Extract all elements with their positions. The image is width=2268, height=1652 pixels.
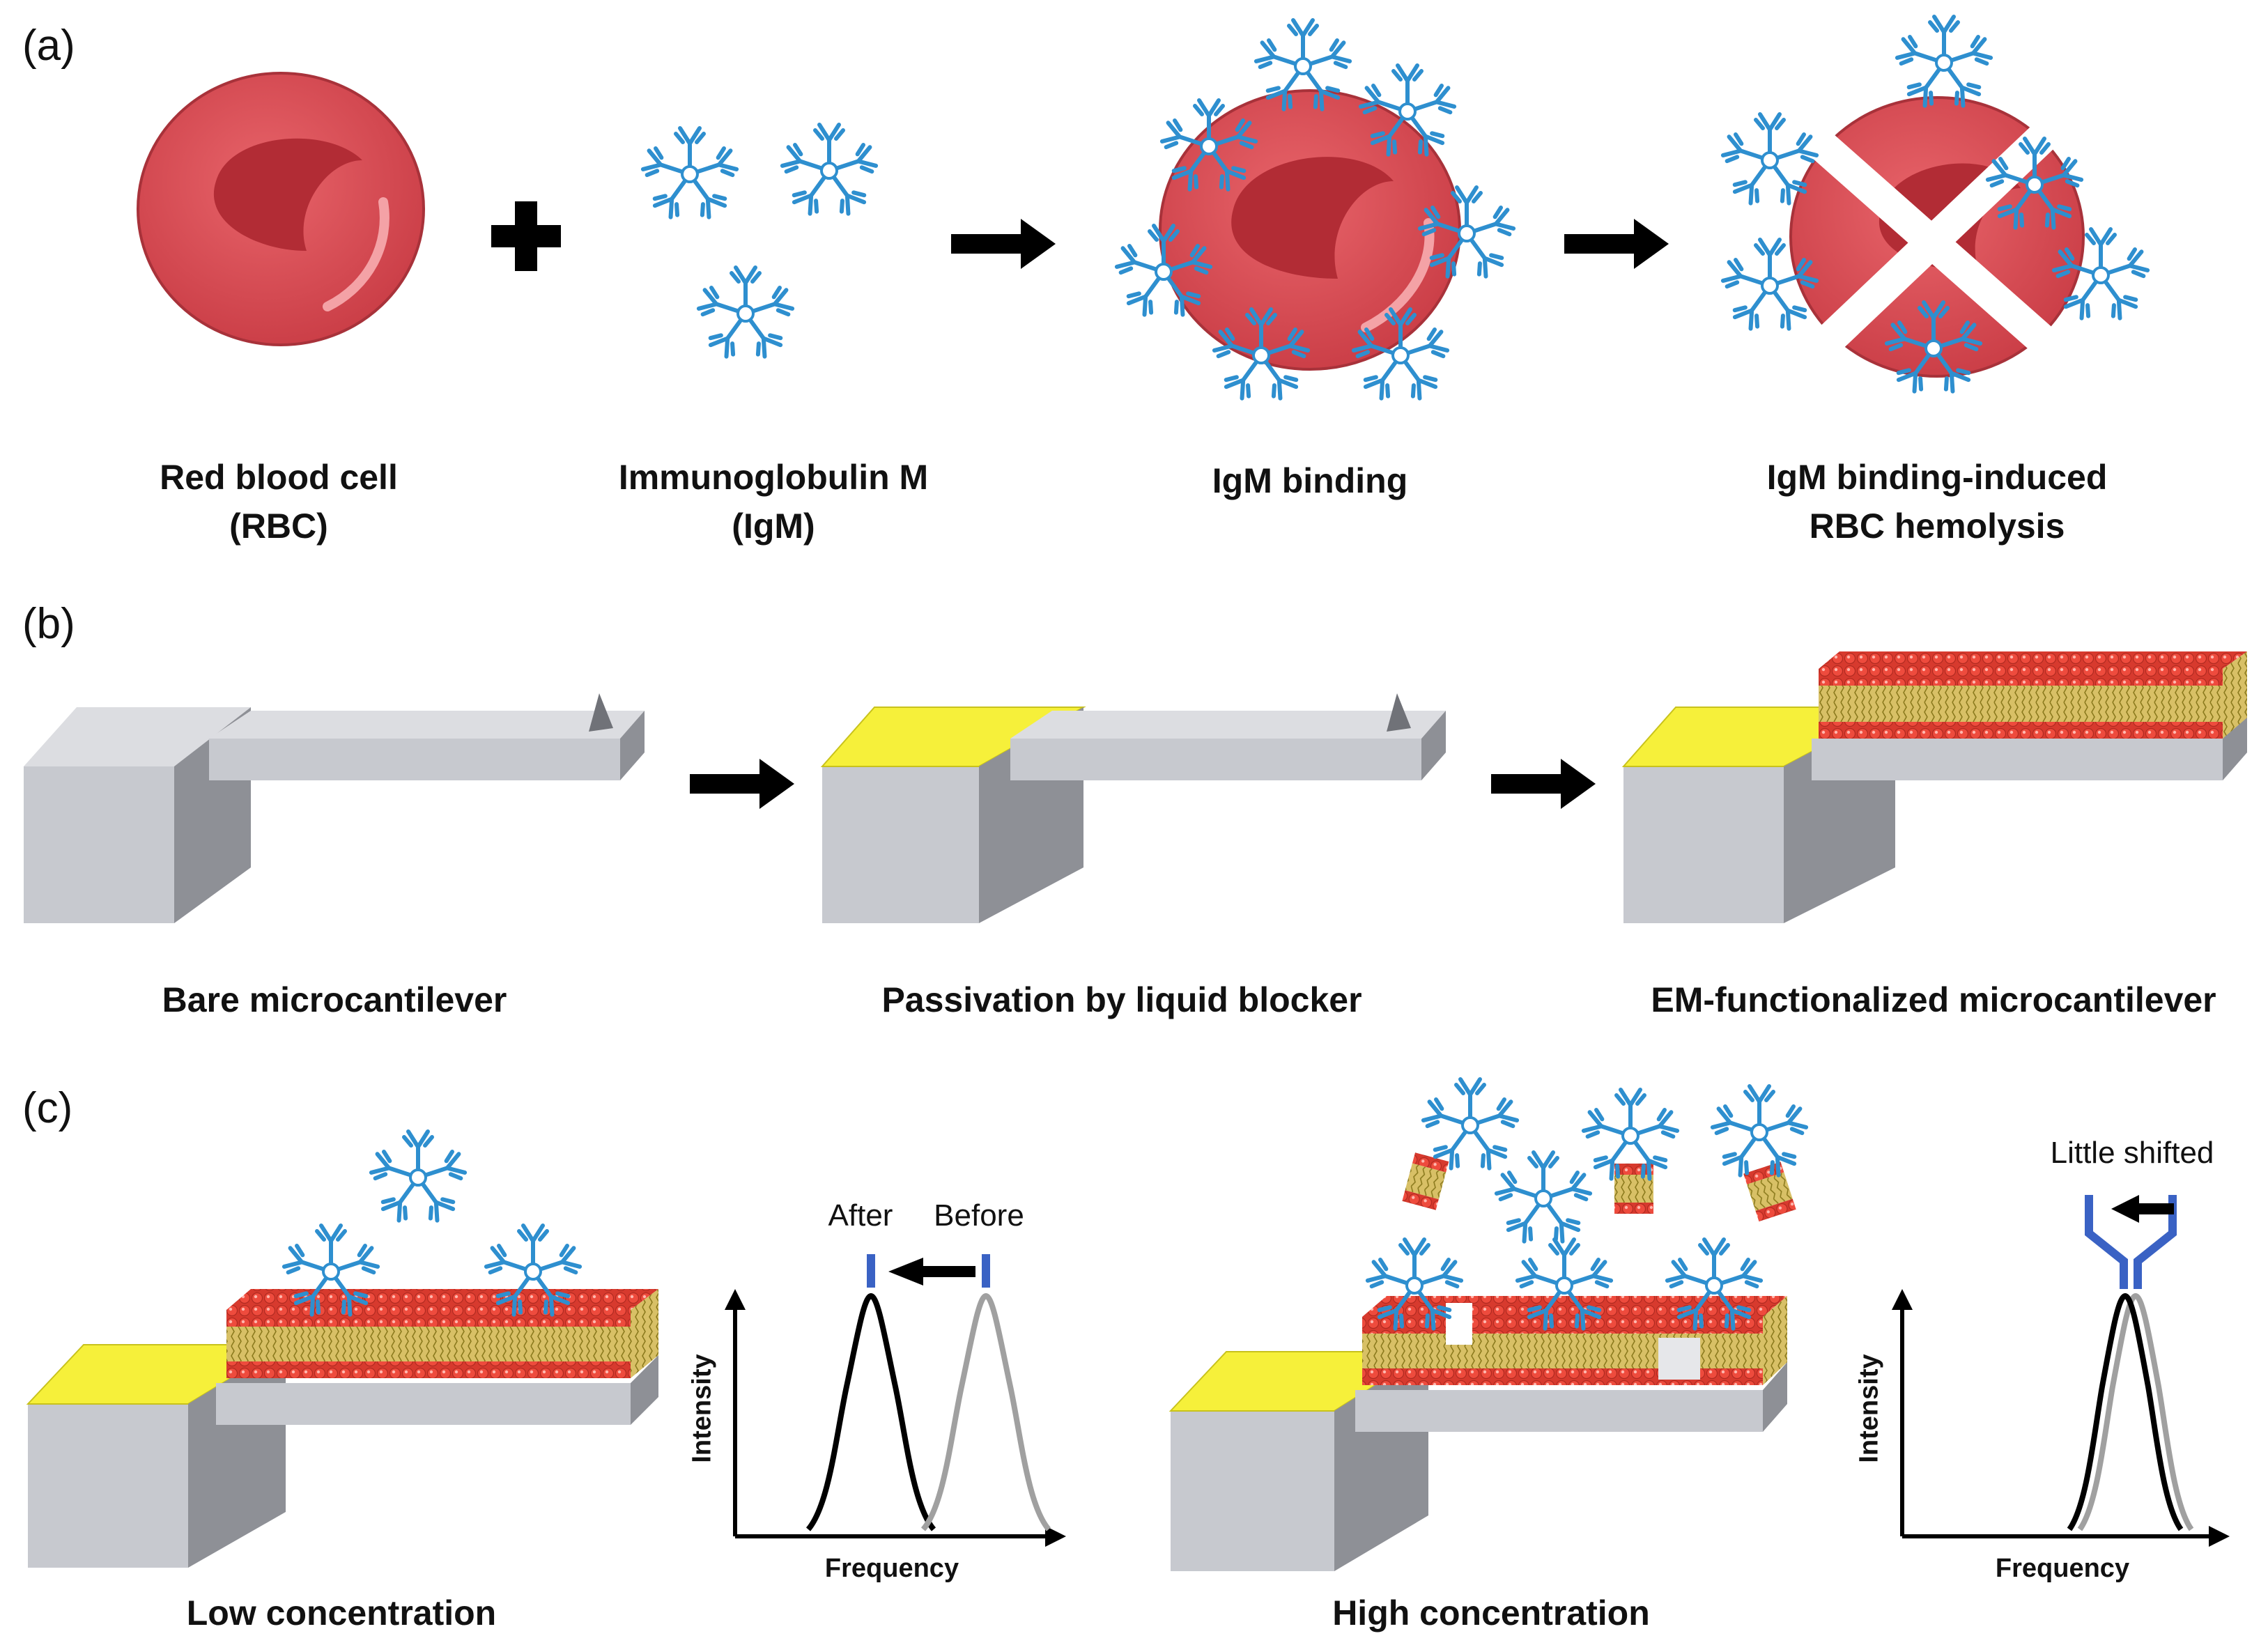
intensity-axis-label-high: Intensity — [1854, 1354, 1884, 1463]
igm-label-line1: Immunoglobulin M — [618, 458, 929, 497]
arrow-right-icon — [690, 759, 794, 809]
bare-microcantilever-label: Bare microcantilever — [162, 980, 507, 1019]
panel-label-b: (b) — [22, 600, 75, 648]
after-label: After — [828, 1198, 893, 1233]
before-peak-curve — [920, 1292, 1051, 1531]
passivated-microcantilever-icon — [820, 693, 1446, 923]
arrow-right-icon — [1491, 759, 1596, 809]
little-shifted-label: Little shifted — [2050, 1136, 2214, 1170]
igm-label-line2: (IgM) — [732, 507, 815, 546]
passivation-label: Passivation by liquid blocker — [881, 980, 1362, 1019]
igm-label: Immunoglobulin M (IgM) — [564, 453, 982, 550]
arrow-left-icon — [888, 1258, 923, 1286]
low-concentration-spectrum — [725, 1254, 1066, 1547]
high-concentration-cantilever-icon — [1168, 1079, 1807, 1571]
arrow-right-icon — [951, 219, 1056, 269]
rbc-label: Red blood cell (RBC) — [70, 453, 488, 550]
bare-microcantilever-icon — [24, 693, 645, 923]
after-peak-curve — [805, 1292, 936, 1531]
hemolysis-label-line1: IgM binding-induced — [1766, 458, 2108, 497]
before-peak-curve — [2077, 1292, 2194, 1531]
high-concentration-label: High concentration — [1332, 1593, 1650, 1632]
rbc-label-line2: (RBC) — [229, 507, 328, 546]
intensity-axis-label-low: Intensity — [687, 1354, 717, 1463]
em-microcantilever-label: EM-functionalized microcantilever — [1651, 980, 2216, 1019]
red-blood-cell-icon — [137, 72, 425, 346]
low-concentration-cantilever-icon — [26, 1132, 658, 1568]
after-peak-curve — [2067, 1292, 2184, 1531]
rbc-label-line1: Red blood cell — [160, 458, 398, 497]
igm-molecule-icon — [642, 125, 877, 359]
frequency-axis-label-high: Frequency — [1995, 1554, 2130, 1583]
hemolysis-label: IgM binding-induced RBC hemolysis — [1693, 453, 2181, 550]
rbc-igm-binding-icon — [1116, 20, 1515, 401]
hemolysis-label-line2: RBC hemolysis — [1809, 507, 2065, 546]
frequency-axis-label-low: Frequency — [824, 1554, 959, 1583]
panel-label-a: (a) — [22, 22, 75, 70]
rbc-hemolysis-icon — [1722, 17, 2149, 394]
arrow-right-icon — [1564, 219, 1669, 269]
high-concentration-spectrum — [1892, 1195, 2230, 1547]
igm-binding-label: IgM binding — [1212, 461, 1408, 500]
low-concentration-label: Low concentration — [186, 1593, 497, 1632]
arrow-left-icon — [2111, 1195, 2139, 1223]
em-microcantilever-icon — [1621, 651, 2247, 923]
panel-label-c: (c) — [22, 1084, 73, 1132]
before-label: Before — [934, 1198, 1024, 1233]
plus-icon — [491, 201, 561, 271]
